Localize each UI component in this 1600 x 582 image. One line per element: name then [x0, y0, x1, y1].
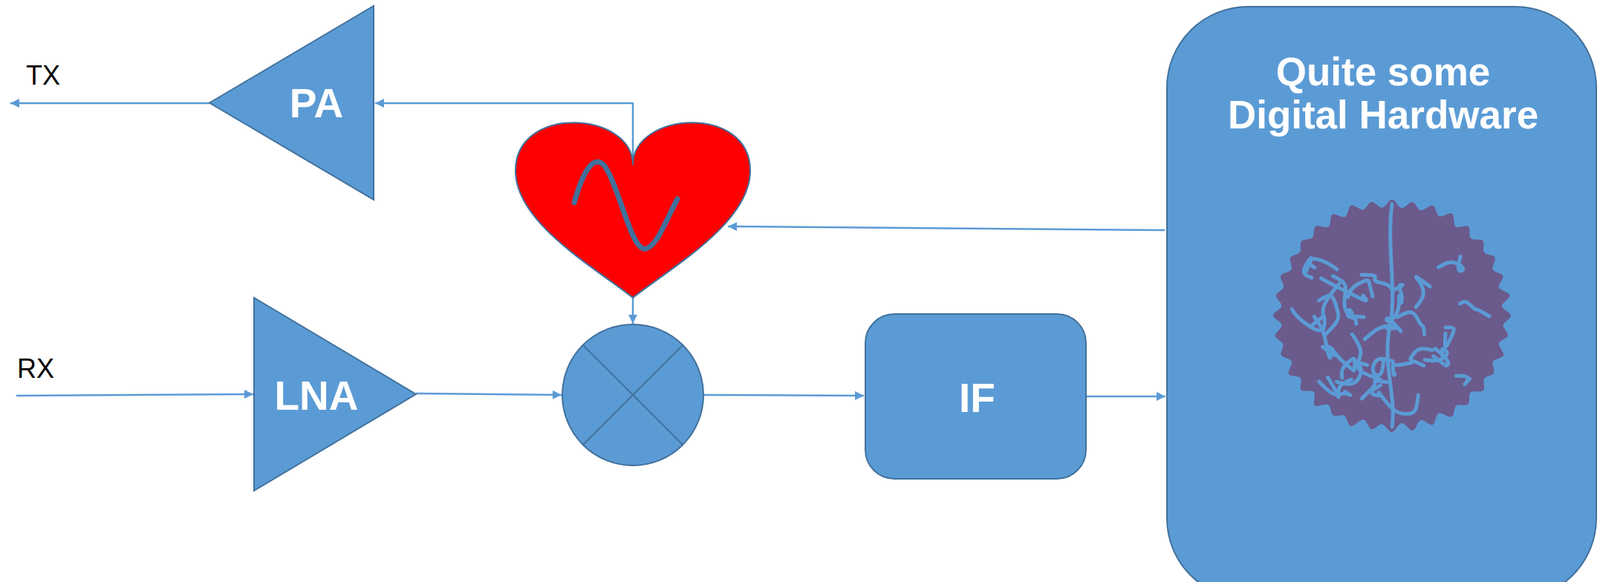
amplifier-triangle: PA: [209, 5, 374, 200]
brain-fold: [1308, 259, 1338, 270]
rounded-box: Quite some Digital Hardware: [1166, 5, 1598, 582]
rx-wire: [16, 394, 254, 396]
brain-fold: [1415, 277, 1430, 308]
brain-fold: [1361, 381, 1387, 399]
brain-fold: [1351, 334, 1381, 380]
block-title: Quite some Digital Hardware: [1219, 50, 1547, 138]
brain-illustration: [1265, 189, 1519, 442]
brain-fold: [1424, 349, 1447, 362]
brain-fold: [1371, 385, 1381, 396]
triangle-shape: [209, 5, 374, 200]
brain-fold: [1291, 309, 1325, 331]
block-title: IF: [958, 375, 996, 422]
brain-fold: [1397, 312, 1424, 336]
amplifier-triangle: LNA: [254, 297, 416, 491]
lo-to-mixer-wire: [632, 297, 635, 324]
brain-fold: [1372, 358, 1393, 376]
brain-fold: [1438, 257, 1463, 272]
brain-outline: [1273, 199, 1511, 433]
brain-fold: [1410, 349, 1433, 367]
control-wire: [727, 226, 1165, 231]
mixer-cross: [583, 345, 683, 445]
brain-fold: [1322, 346, 1354, 370]
sine-wave-symbol: [574, 161, 678, 249]
mixer-cross: [583, 345, 683, 445]
block-title: LNA: [274, 373, 359, 419]
brain-fold: [1341, 358, 1355, 379]
brain-fold: [1381, 395, 1419, 414]
brain-fold: [1395, 285, 1403, 304]
brain-fold: [1392, 362, 1413, 376]
brain-fold: [1460, 301, 1490, 317]
brain-fold: [1444, 327, 1454, 347]
signal-arrow: [1086, 395, 1166, 399]
brain-fold: [1364, 326, 1398, 340]
brain-fold: [1303, 257, 1312, 278]
oscillator-heart: [515, 122, 751, 298]
mixer-to-if-wire: [703, 395, 864, 396]
block-title: PA: [289, 80, 344, 127]
brain-fold: [1455, 375, 1470, 385]
brain-fold: [1321, 278, 1367, 301]
port-label: RX: [17, 354, 55, 385]
port-label: TX: [25, 60, 61, 91]
tx-wire: [10, 102, 210, 105]
brain-fold: [1328, 377, 1352, 398]
brain-fold: [1361, 274, 1393, 292]
brain-midline: [1387, 204, 1393, 428]
triangle-shape: [254, 297, 416, 491]
mixer-circle: [562, 324, 704, 466]
lna-to-mixer-wire: [415, 393, 562, 396]
rounded-box: IF: [864, 313, 1087, 480]
